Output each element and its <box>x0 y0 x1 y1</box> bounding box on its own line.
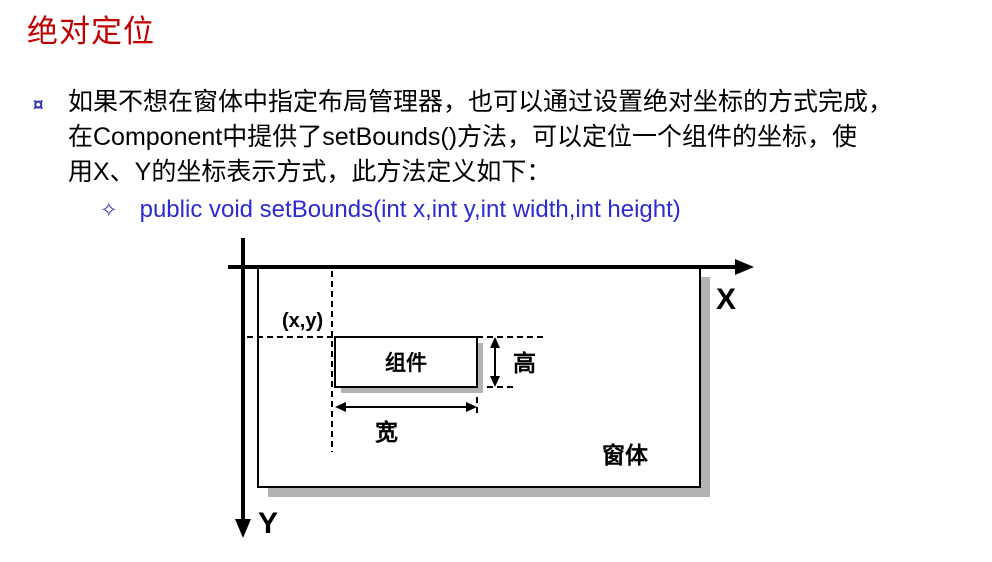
height-arrow-bottom <box>490 376 500 387</box>
window-label: 窗体 <box>602 442 649 468</box>
height-label: 高 <box>513 350 536 376</box>
sub-bullet: ✧ public void setBounds(int x,int y,int w… <box>100 196 681 224</box>
width-arrow-right <box>466 402 477 412</box>
y-axis-arrowhead <box>235 519 251 538</box>
point-label: (x,y) <box>282 310 323 332</box>
component-label: 组件 <box>385 351 427 375</box>
bullet-line: 用X、Y的坐标表示方式，此方法定义如下： <box>68 158 552 186</box>
width-arrow-left <box>335 402 346 412</box>
y-axis-label: Y <box>258 507 278 540</box>
x-axis-label: X <box>716 283 736 316</box>
setbounds-signature: public void setBounds(int x,int y,int wi… <box>139 196 681 223</box>
height-arrow-top <box>490 337 500 348</box>
width-label: 宽 <box>375 419 398 445</box>
bullet-line: 在Component中提供了setBounds()方法，可以定位一个组件的坐标，… <box>68 123 858 151</box>
bullet-icon: ¤ <box>33 95 44 116</box>
slide-title: 绝对定位 <box>27 14 155 49</box>
bullet-paragraph: 如果不想在窗体中指定布局管理器，也可以通过设置绝对坐标的方式完成， 在Compo… <box>68 85 893 190</box>
component-rect <box>334 336 478 388</box>
diamond-bullet-icon: ✧ <box>100 199 118 222</box>
coordinate-diagram: X Y (x,y) 组件 高 宽 窗体 <box>228 238 754 540</box>
bullet-line: 如果不想在窗体中指定布局管理器，也可以通过设置绝对坐标的方式完成， <box>68 88 894 116</box>
x-axis-arrowhead <box>735 259 754 275</box>
